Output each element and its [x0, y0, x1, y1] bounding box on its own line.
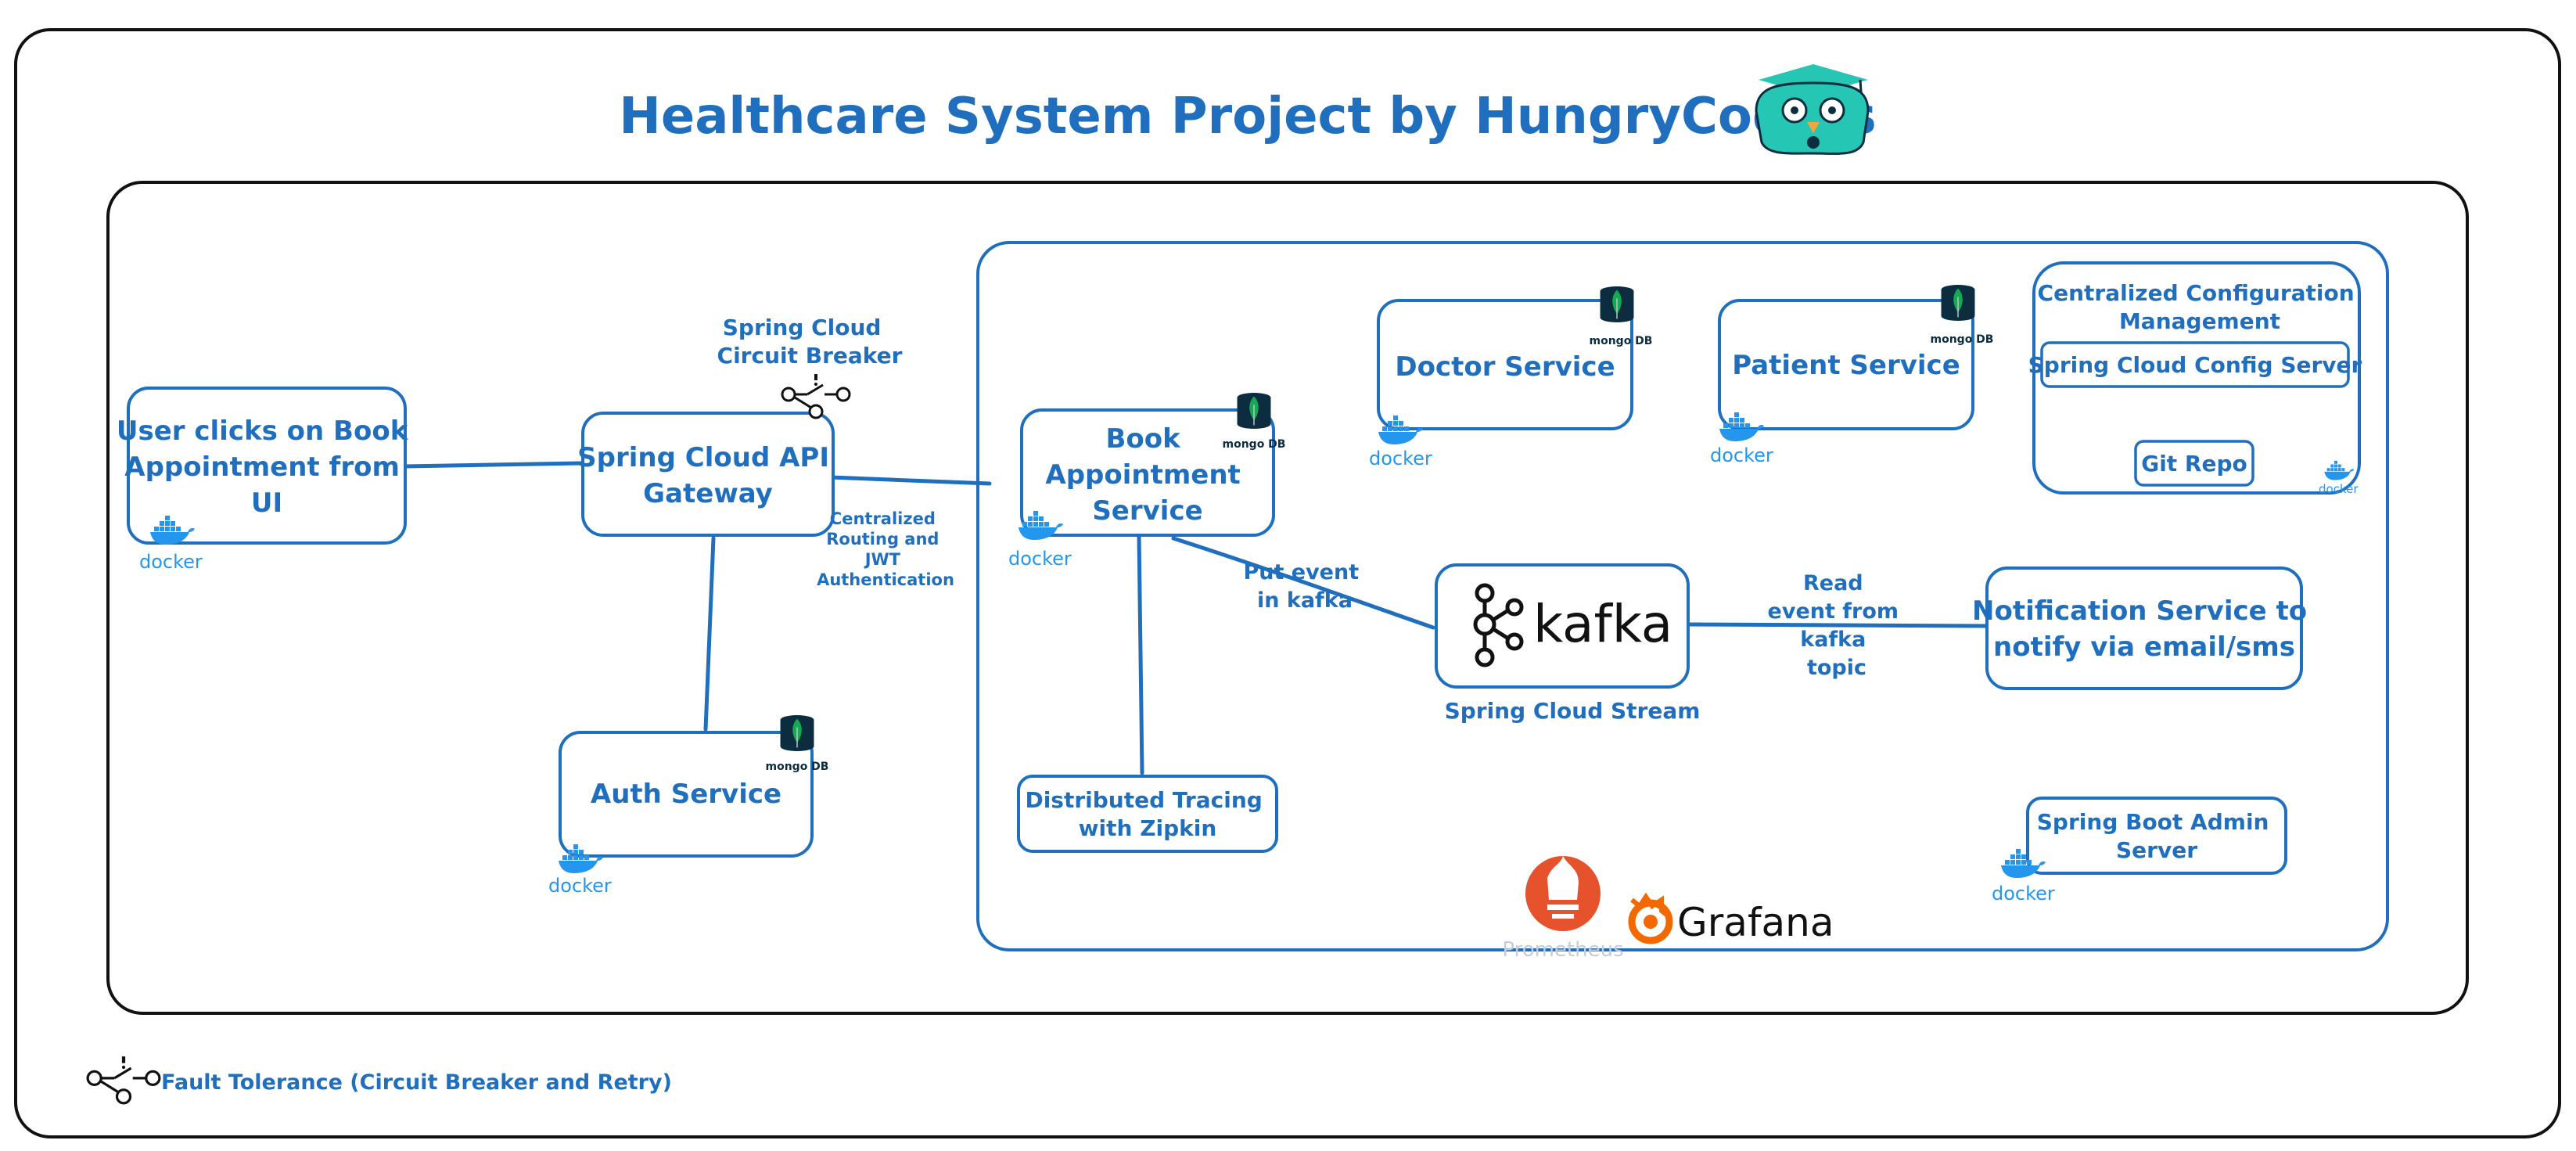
outer-frame [14, 28, 2561, 1138]
mongo-db-icon: mongo DB [1590, 285, 1653, 347]
arrow-gateway-to-auth [703, 536, 716, 732]
docker-label: docker [1710, 444, 1773, 466]
doctor-node-label: Doctor Service [1395, 351, 1615, 383]
mongo-label: mongo DB [1590, 335, 1653, 347]
mongo-db-icon: mongo DB [1931, 283, 1994, 346]
circuit-breaker-icon [781, 372, 851, 419]
doctor-node: Doctor Service [1377, 299, 1633, 430]
routing-edge-label: Centralized Routing and JWT Authenticati… [817, 509, 954, 589]
git-repo-node: Git Repo [2134, 440, 2254, 487]
put-event-edge-label: Put event in kafka [1243, 560, 1366, 613]
docker-badge: docker [2319, 460, 2359, 496]
owl-mascot-icon [1755, 64, 1870, 155]
prometheus-label: Prometheus [1502, 938, 1623, 962]
grafana-label: Grafana [1677, 900, 1834, 945]
kafka-logo-icon [1473, 583, 1524, 667]
auth-node: Auth Service [559, 731, 814, 858]
grafana-logo-icon [1628, 892, 1673, 944]
notification-node: Notification Service to notify via email… [1972, 567, 2316, 690]
arrow-book-to-zipkin [1137, 533, 1144, 775]
docker-badge: docker [548, 844, 612, 897]
docker-badge: docker [1008, 511, 1072, 570]
user-node-label: User clicks on Book Appointment from UI [117, 415, 417, 519]
user-node: User clicks on Book Appointment from UI [117, 387, 417, 545]
gateway-node: Spring Cloud API Gateway [577, 412, 839, 537]
config-server-label: Spring Cloud Config Server [2028, 352, 2362, 378]
docker-badge: docker [139, 516, 203, 573]
book-appointment-node: Book Appointment Service [1020, 408, 1275, 537]
kafka-node: kafka [1435, 563, 1690, 689]
page-title: Healthcare System Project by HungryCoder… [619, 88, 1877, 146]
gateway-node-label: Spring Cloud API Gateway [577, 442, 839, 509]
book-appointment-node-label: Book Appointment Service [1045, 423, 1249, 527]
read-event-edge-label: Read event from kafka topic [1768, 571, 1906, 680]
spring-boot-admin-node: Spring Boot Admin Server [2026, 797, 2287, 875]
arrow-kafka-to-notification [1686, 622, 1988, 628]
docker-label: docker [548, 875, 612, 897]
arrow-gateway-to-book [828, 475, 992, 486]
system-boundary [106, 181, 2469, 1015]
docker-label: docker [2319, 482, 2359, 496]
arrow-user-to-gateway [403, 461, 583, 469]
circuit-breaker-label: Spring Cloud Circuit Breaker [717, 315, 903, 369]
docker-badge: docker [1710, 412, 1773, 466]
auth-node-label: Auth Service [591, 779, 781, 810]
fault-tolerance-icon [88, 1056, 160, 1103]
arrow-book-to-kafka [1171, 536, 1435, 630]
mongo-db-icon: mongo DB [1223, 391, 1286, 451]
spring-cloud-stream-label: Spring Cloud Stream [1445, 698, 1701, 724]
mongo-db-icon: mongo DB [766, 714, 829, 773]
mongo-label: mongo DB [1223, 438, 1286, 451]
docker-label: docker [1992, 883, 2055, 905]
config-server-node: Spring Cloud Config Server [2028, 341, 2362, 388]
fault-tolerance-label: Fault Tolerance (Circuit Breaker and Ret… [161, 1070, 672, 1095]
docker-badge: docker [1369, 415, 1432, 469]
git-repo-label: Git Repo [2141, 451, 2247, 477]
spring-boot-admin-label: Spring Boot Admin Server [2037, 809, 2276, 863]
kafka-label: kafka [1533, 594, 1672, 654]
docker-label: docker [1369, 448, 1432, 469]
docker-label: docker [139, 551, 203, 573]
zipkin-node: Distributed Tracing with Zipkin [1017, 775, 1278, 853]
mongo-label: mongo DB [766, 761, 829, 773]
docker-label: docker [1008, 548, 1072, 570]
mongo-label: mongo DB [1931, 333, 1994, 346]
patient-node: Patient Service [1718, 299, 1974, 430]
patient-node-label: Patient Service [1732, 350, 1960, 381]
prometheus-logo-icon [1525, 856, 1601, 931]
config-management-label: Centralized Configuration Management [2038, 280, 2362, 334]
notification-node-label: Notification Service to notify via email… [1972, 595, 2316, 663]
zipkin-node-label: Distributed Tracing with Zipkin [1025, 787, 1270, 841]
docker-badge: docker [1992, 849, 2055, 905]
